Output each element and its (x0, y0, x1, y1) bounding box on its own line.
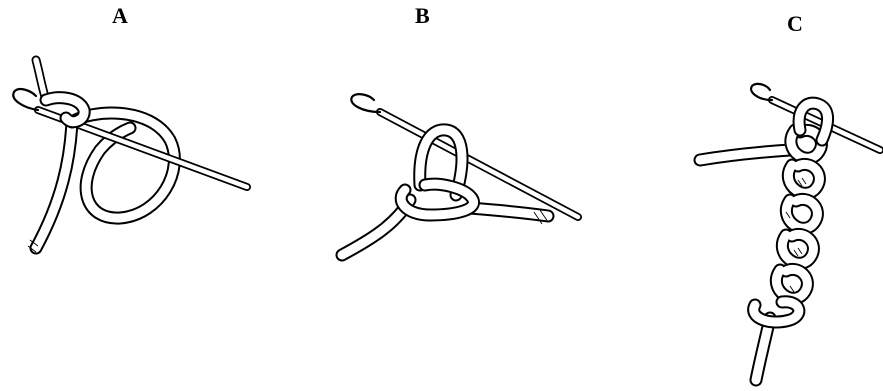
panel-b-hook-head (351, 94, 380, 112)
panel-c-illustration (700, 84, 880, 380)
panel-a-illustration (13, 60, 247, 252)
panel-a-hook-head (13, 89, 38, 110)
panel-b-illustration (342, 94, 578, 255)
